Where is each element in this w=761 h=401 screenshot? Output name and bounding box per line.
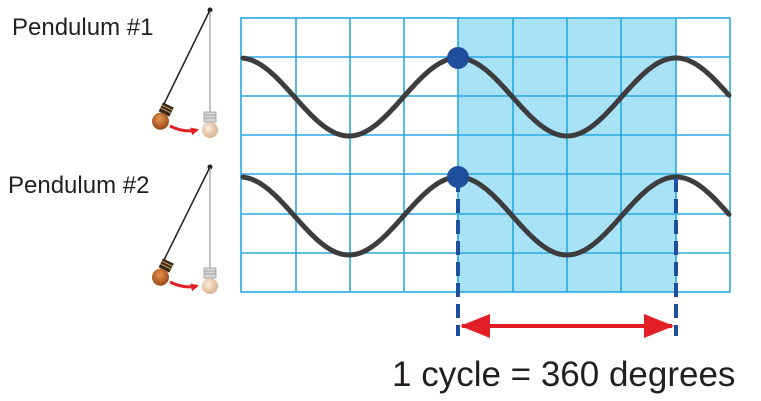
cycle-caption: 1 cycle = 360 degrees — [392, 355, 736, 394]
grid — [240, 17, 731, 293]
swing-arrow-icon — [169, 124, 199, 136]
pendulum-rest-icon — [202, 111, 218, 138]
phase-dot-pendulum-1 — [447, 47, 469, 69]
pendulum-swung-icon — [151, 258, 174, 286]
pendulum-2-label: Pendulum #2 — [8, 172, 150, 199]
swing-arrow-icon — [169, 280, 199, 292]
pendulum-2-illustration — [151, 164, 218, 294]
wave-pendulum-2 — [240, 174, 732, 258]
phase-dot-pendulum-2 — [447, 166, 469, 188]
pendulum-rest-icon — [202, 267, 218, 294]
pendulum-1-label: Pendulum #1 — [12, 14, 154, 41]
pendulum-1-illustration — [151, 7, 218, 138]
wave-pendulum-1 — [240, 55, 732, 139]
pendulum-swung-icon — [151, 102, 174, 130]
